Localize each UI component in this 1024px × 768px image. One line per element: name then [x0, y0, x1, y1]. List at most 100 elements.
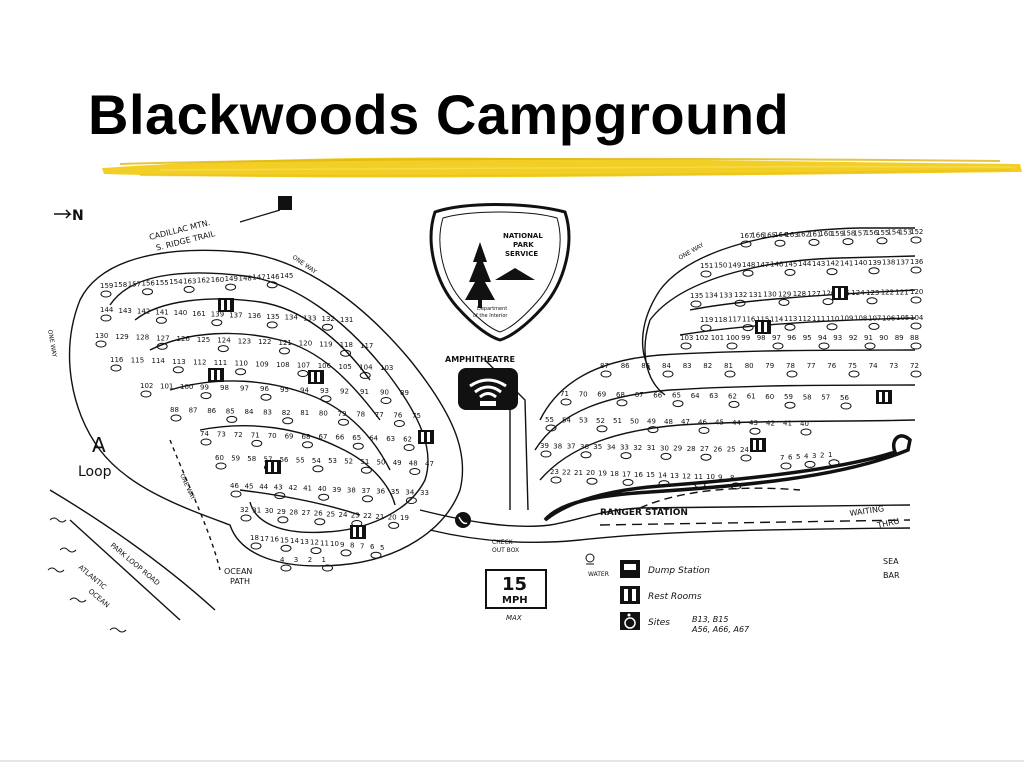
campsite-pad [340, 349, 352, 357]
site-number: 15 [646, 471, 655, 479]
campsite-pad [251, 439, 263, 447]
site-number: 25 [326, 510, 335, 518]
campsite-pad [260, 393, 272, 401]
site-number: 3 [812, 452, 816, 460]
site-number: 83 [263, 408, 272, 416]
site-number: 158 [114, 281, 127, 289]
campsite-pad [690, 300, 702, 308]
site-number: 19 [400, 514, 409, 522]
wave-marks-icon [47, 517, 127, 633]
trail-label: CADILLAC MTN. S. RIDGE TRAIL [148, 218, 216, 253]
site-number: 91 [864, 334, 873, 342]
campsite-pad [586, 477, 598, 485]
campsite-pad [226, 415, 238, 423]
campsite-pad [405, 497, 417, 504]
site-number: 50 [630, 417, 639, 425]
campsite-pad [622, 478, 634, 486]
site-number: 49 [393, 459, 402, 467]
site-number: 109 [255, 360, 268, 368]
site-number: 70 [268, 432, 277, 440]
campsite-pad [826, 268, 838, 276]
site-number: 57 [264, 455, 273, 463]
speed-sign-label: MAX [506, 614, 522, 622]
site-number: 94 [818, 334, 827, 342]
campsite-pad [726, 342, 738, 350]
restroom-icon [832, 286, 848, 300]
campsite-pad [297, 370, 309, 377]
campsite-pad [322, 564, 333, 572]
site-number: 24 [740, 446, 749, 454]
site-number: 112 [193, 359, 206, 367]
campsite-pad [910, 342, 922, 350]
campsite-pad [749, 427, 761, 435]
site-number: 85 [641, 362, 650, 370]
campsite-pad [352, 442, 364, 450]
site-number: 59 [231, 455, 240, 463]
site-number: 91 [360, 388, 369, 396]
site-number: 140 [854, 259, 867, 267]
site-number: 71 [251, 431, 260, 439]
site-number: 10 [330, 540, 339, 548]
campsite-pad [842, 238, 854, 246]
sea-label: SEA [883, 557, 899, 566]
site-number: 29 [673, 445, 682, 453]
campsite-pad [100, 290, 112, 298]
check-out-label-2: OUT BOX [492, 547, 519, 554]
campsite-pad [217, 345, 229, 353]
campsite-pad [172, 366, 184, 374]
site-number: 96 [260, 385, 269, 393]
restroom-icon [750, 438, 766, 452]
svg-text:✦: ✦ [282, 200, 290, 210]
site-number: 141 [155, 308, 168, 316]
legend-accessible-sites-1: B13, B15 [692, 615, 728, 624]
site-number: 107 [868, 314, 881, 322]
site-number: 51 [360, 458, 369, 466]
ranger-station-label: RANGER STATION [600, 508, 688, 518]
site-number: 134 [705, 292, 719, 300]
site-number: 106 [882, 314, 896, 322]
campsite-pad [403, 444, 415, 451]
campsite-pad [277, 516, 289, 524]
site-number: 17 [622, 470, 631, 478]
restroom-icon [218, 298, 234, 312]
campsite-pad [910, 322, 922, 330]
site-number: 39 [332, 486, 341, 494]
campsite-pad [910, 266, 922, 274]
site-number: 14 [290, 537, 299, 545]
site-number: 77 [807, 362, 816, 370]
site-number: 161 [192, 310, 205, 318]
site-number: 126 [822, 290, 836, 298]
site-number: 147 [756, 261, 769, 269]
water-label: WATER [588, 571, 609, 578]
campsite-pad [560, 398, 572, 406]
site-number: 86 [621, 362, 630, 370]
check-out-label: CHECK [492, 539, 514, 546]
site-number: 90 [879, 334, 888, 342]
site-number: 25 [727, 446, 736, 454]
site-number: 9 [340, 541, 344, 549]
site-number: 68 [302, 433, 311, 441]
campsite-pad [840, 402, 852, 410]
site-number: 64 [369, 435, 378, 443]
accessible-icon [620, 612, 640, 630]
site-number: 1 [828, 451, 832, 459]
site-number: 145 [784, 260, 797, 268]
campsite-pad [868, 322, 880, 330]
svg-text:NATIONAL: NATIONAL [503, 232, 543, 240]
site-number: 155 [876, 229, 889, 237]
site-number: 121 [895, 288, 908, 296]
site-number: 44 [732, 419, 741, 427]
site-number: 72 [234, 431, 243, 439]
site-number: 144 [100, 306, 114, 314]
site-number: 95 [803, 334, 812, 342]
campsite-pad [742, 324, 754, 332]
campsite-pad [279, 347, 290, 355]
site-number: 75 [412, 412, 421, 420]
site-number: 56 [280, 456, 289, 464]
site-number: 33 [420, 489, 429, 497]
north-label: N [72, 208, 84, 224]
campsite-pad [312, 465, 324, 473]
site-number: 59 [784, 393, 793, 401]
site-number: 135 [690, 292, 703, 300]
site-number: 80 [745, 362, 754, 370]
